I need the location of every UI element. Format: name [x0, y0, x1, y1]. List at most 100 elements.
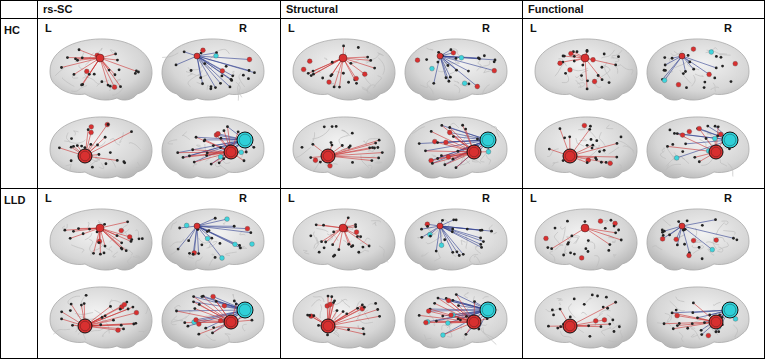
hub-node — [437, 223, 443, 229]
brain-gyrus — [450, 123, 459, 128]
hub-ring — [565, 151, 575, 161]
brain-gyrus — [711, 83, 715, 90]
brain-view — [162, 209, 264, 270]
brain-gyrus — [546, 308, 560, 312]
brain-region-node — [730, 80, 733, 83]
brain-gyrus — [472, 160, 481, 163]
brain-outline — [405, 287, 507, 348]
brain-region-node — [568, 135, 571, 138]
brain-gyrus — [313, 296, 324, 302]
brain-gyrus — [342, 130, 350, 136]
brain-region-node — [192, 250, 197, 255]
brain-gyrus — [489, 225, 492, 234]
hub-ring — [226, 317, 236, 327]
brain-gyrus — [716, 223, 724, 235]
brain-region-node — [233, 242, 238, 247]
brain-gyrus — [162, 53, 178, 58]
brain-region-node — [104, 314, 107, 317]
brain-gyrus — [74, 131, 79, 136]
brain-gyrus — [212, 254, 214, 256]
brain-region-node — [692, 302, 695, 305]
brain-region-node — [703, 321, 706, 324]
brain-region-node — [559, 325, 562, 328]
brain-region-node — [415, 58, 420, 63]
hub-ring — [323, 321, 333, 331]
brain-region-node — [211, 294, 216, 299]
connection-lines — [422, 220, 492, 256]
brain-gyrus — [296, 147, 311, 157]
brain-gyrus — [692, 75, 695, 86]
brain-region-node — [713, 77, 716, 80]
brain-region-node — [319, 161, 322, 164]
brain-region-node — [332, 231, 335, 234]
brain-gyrus — [582, 312, 587, 315]
connection-line — [82, 58, 100, 85]
brain-region-node — [593, 318, 598, 323]
brain-region-node — [347, 328, 350, 331]
brain-region-node — [104, 136, 107, 139]
brain-region-node — [351, 161, 354, 164]
brain-region-node — [603, 53, 606, 56]
hub-node — [96, 54, 104, 62]
brain-region-node — [426, 225, 429, 228]
brain-region-node — [620, 136, 623, 139]
connection-line — [85, 323, 136, 326]
connection-line — [100, 228, 131, 241]
brain-gyrus — [559, 303, 560, 305]
brain-gyrus — [225, 252, 236, 255]
connection-line — [343, 228, 369, 246]
brain-region-node — [197, 333, 200, 336]
brain-region-node — [428, 232, 433, 237]
brain-region-node — [482, 240, 485, 243]
brain-region-node — [209, 87, 212, 90]
brain-region-node — [354, 230, 359, 235]
brain-gyrus — [99, 163, 104, 169]
brain-region-node — [221, 74, 224, 77]
brain-gyrus — [312, 300, 321, 307]
hub-node — [467, 145, 481, 159]
brain-region-node — [242, 74, 245, 77]
connection-line — [585, 228, 616, 233]
brain-region-node — [357, 46, 360, 49]
connection-lines — [59, 125, 131, 161]
brain-view — [535, 209, 637, 270]
brain-region-node — [200, 243, 203, 246]
brain-region-node — [455, 219, 458, 222]
brain-region-node — [563, 136, 566, 139]
brain-region-node — [559, 308, 562, 311]
brain-region-node — [435, 250, 438, 253]
brain-gyrus — [608, 336, 622, 342]
connection-lines — [62, 50, 139, 87]
brain-region-node — [494, 59, 497, 62]
connection-line — [197, 56, 231, 79]
brain-region-node — [323, 125, 326, 128]
brain-region-node — [99, 253, 102, 256]
brain-region-node — [193, 307, 196, 310]
brain-gyrus — [359, 250, 369, 254]
brain-gyrus — [88, 77, 100, 84]
brain-gyrus — [620, 330, 622, 342]
brain-region-node — [315, 223, 318, 226]
brain-region-node — [238, 244, 241, 247]
brain-gyrus — [690, 324, 694, 329]
brain-gyrus — [62, 78, 74, 86]
brain-region-node — [614, 64, 617, 67]
connection-lines — [316, 218, 369, 250]
brain-region-node — [317, 324, 320, 327]
brain-gyrus — [569, 304, 576, 318]
brain-region-node — [329, 74, 332, 77]
brain-gyrus — [188, 255, 194, 258]
brain-region-node — [125, 249, 128, 252]
brain-gyrus — [83, 77, 89, 78]
brain-view — [535, 117, 637, 178]
brain-region-node — [103, 252, 106, 255]
brain-region-node — [116, 328, 121, 333]
brain-region-node — [423, 320, 428, 325]
brain-region-node — [677, 220, 680, 223]
brain-region-node — [233, 300, 236, 303]
brain-gyrus — [427, 81, 433, 95]
hub-ring — [482, 134, 494, 146]
brain-region-node — [700, 329, 703, 332]
connection-line — [585, 228, 621, 240]
brain-gyrus — [303, 250, 309, 254]
